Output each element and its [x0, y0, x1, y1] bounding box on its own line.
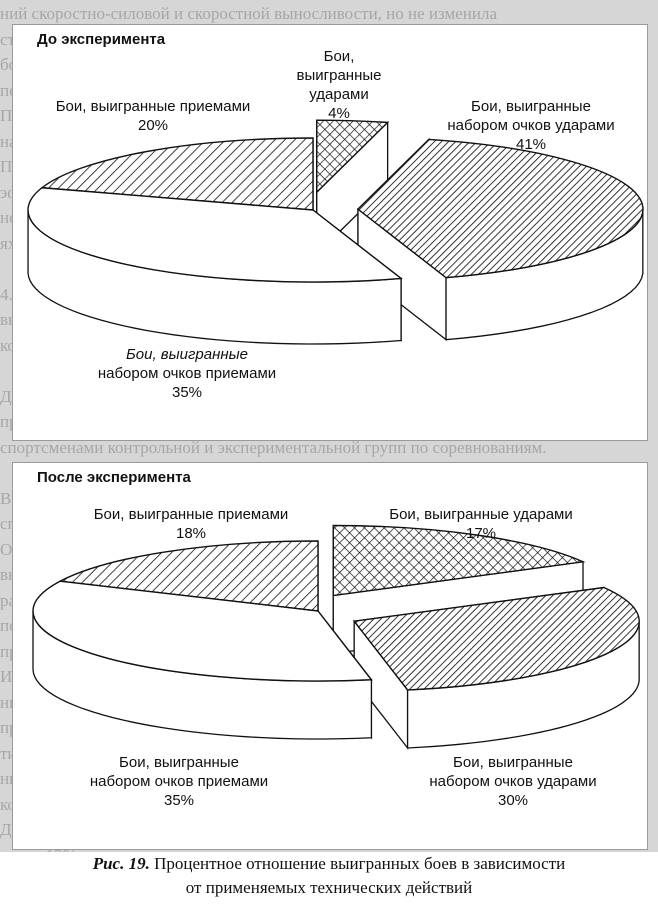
chart-title-after: После эксперимента [37, 469, 191, 486]
label-before-udary-line-3: 4% [328, 105, 350, 122]
background-text-line: спортсменами контрольной и экспериментал… [0, 437, 547, 457]
label-after-ochki-priemy-line-2: 35% [164, 792, 194, 809]
label-after-ochki-udary-line-0: Бои, выигранные [453, 754, 573, 771]
label-after-ochki-udary-line-1: набором очков ударами [429, 773, 596, 790]
caption-prefix: Рис. 19. [92, 854, 150, 873]
pie-slice-top [57, 540, 319, 612]
label-before-ochki-priemy-line-2: 35% [172, 384, 202, 401]
label-before-udary-line-0: Бои, [324, 48, 355, 65]
pie-slice-a-3 [32, 580, 373, 740]
pie-slice-b-1 [316, 119, 390, 256]
caption-line-2: от применяемых технических действий [185, 878, 473, 897]
label-before-ochki-priemy-line-0: Бои, выигранные [126, 346, 248, 363]
pie-slice-top [352, 586, 640, 691]
label-after-ochki-priemy-line-0: Бои, выигранные [119, 754, 239, 771]
label-before-ochki-udary-line-0: Бои, выигранные [471, 98, 591, 115]
label-before-priemy-line-1: 20% [138, 117, 168, 134]
pie-slice-b-2 [356, 137, 644, 341]
label-before-ochki-udary-line-1: набором очков ударами [447, 117, 614, 134]
label-before-ochki-priemy-line-1: набором очков приемами [98, 365, 276, 382]
chart-title-before: До эксперимента [37, 31, 166, 48]
label-before-udary-line-1: выигранные [297, 67, 382, 84]
label-after-ochki-priemy-line-1: набором очков приемами [90, 773, 268, 790]
pie-slice-top [40, 137, 314, 211]
label-after-priemy-line-0: Бои, выигранные приемами [94, 506, 289, 523]
pie-chart-before: Бои, выигранные приемами 20% Бои, выигранны… [27, 48, 644, 401]
background-text-line: ний скоростно-силовой и скоростной вынос… [0, 4, 498, 23]
pie-slice-top [356, 138, 644, 279]
label-before-udary-line-2: ударами [309, 86, 368, 103]
label-after-udary-line-0: Бои, выигранные ударами [389, 506, 573, 523]
pie-chart-after: Бои, выигранные приемами 18% Бои, выигранн… [32, 506, 640, 809]
caption-line-1: Рис. 19. Процентное отношение выигранных… [0, 852, 658, 876]
pie-slice-top [332, 524, 586, 597]
chart-panel-before: До эксперимента Бои, выигранные приемами… [12, 24, 648, 441]
label-before-priemy-line-0: Бои, выигранные приемами [56, 98, 251, 115]
label-after-ochki-udary-line-2: 30% [498, 792, 528, 809]
label-after-udary-line-1: 17% [466, 525, 496, 542]
figure-caption: Рис. 19. Процентное отношение выигранных… [0, 852, 658, 907]
label-after-priemy-line-1: 18% [176, 525, 206, 542]
pie-slice-b-3 [27, 187, 403, 345]
pie-slice-top [27, 187, 403, 283]
pie-slice-top [32, 580, 373, 682]
pie-slice-top [316, 119, 390, 194]
label-before-ochki-udary-line-2: 41% [516, 136, 546, 153]
caption-text-1: Процентное отношение выигранных боев в з… [154, 854, 566, 873]
chart-panel-after: После эксперимента Бои, выигранные прием… [12, 462, 648, 850]
pie-slice-a-2 [352, 586, 640, 750]
